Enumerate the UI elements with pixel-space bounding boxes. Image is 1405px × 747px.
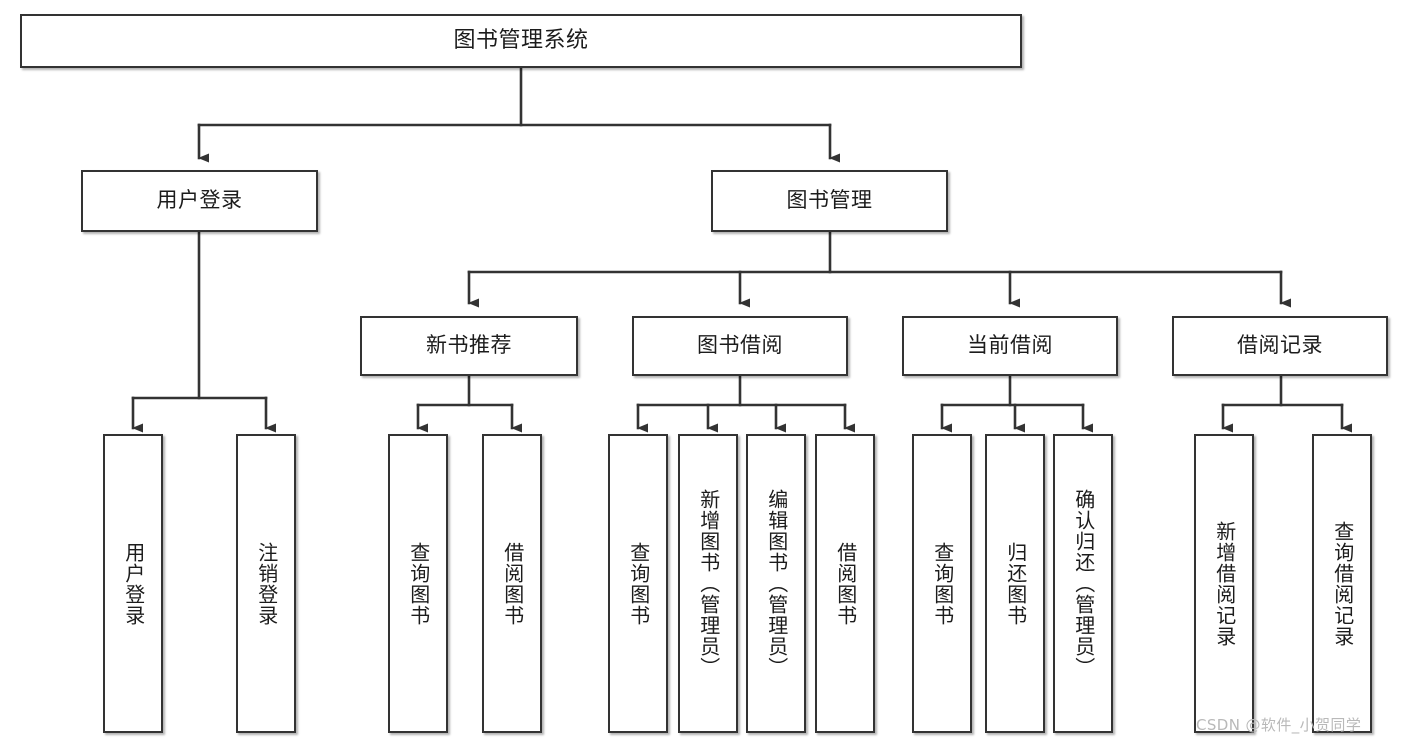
leaf-book-borrow-lend[interactable]: 借阅图书: [815, 434, 875, 733]
node-label: 查询借阅记录: [1330, 520, 1355, 647]
leaf-current-borrow-query[interactable]: 查询图书: [912, 434, 972, 733]
node-label: 编辑图书（管理员）: [764, 489, 789, 678]
csdn-watermark: CSDN @软件_小贺同学: [1196, 716, 1362, 734]
node-label: 确认归还（管理员）: [1071, 489, 1096, 678]
leaf-book-borrow-query[interactable]: 查询图书: [608, 434, 668, 733]
leaf-borrow-record-add[interactable]: 新增借阅记录: [1194, 434, 1254, 733]
node-label: 图书借阅: [697, 333, 783, 358]
node-label: 借阅记录: [1237, 333, 1323, 358]
leaf-new-book-query[interactable]: 查询图书: [388, 434, 448, 733]
node-label: 新增借阅记录: [1212, 520, 1237, 647]
node-label: 新增图书（管理员）: [696, 489, 721, 678]
node-label: 查询图书: [406, 541, 431, 626]
leaf-new-book-borrow[interactable]: 借阅图书: [482, 434, 542, 733]
node-label: 借阅图书: [500, 541, 525, 626]
node-current-borrow[interactable]: 当前借阅: [902, 316, 1118, 376]
node-label: 新书推荐: [426, 333, 512, 358]
node-borrow-record[interactable]: 借阅记录: [1172, 316, 1388, 376]
leaf-borrow-record-query[interactable]: 查询借阅记录: [1312, 434, 1372, 733]
node-new-book-recommend[interactable]: 新书推荐: [360, 316, 578, 376]
node-book-borrow[interactable]: 图书借阅: [632, 316, 848, 376]
node-label: 用户登录: [121, 541, 146, 626]
node-label: 查询图书: [626, 541, 651, 626]
leaf-book-borrow-edit[interactable]: 编辑图书（管理员）: [746, 434, 806, 733]
node-user-login[interactable]: 用户登录: [81, 170, 318, 232]
leaf-user-login-signout[interactable]: 注销登录: [236, 434, 296, 733]
leaf-current-borrow-confirm-return[interactable]: 确认归还（管理员）: [1053, 434, 1113, 733]
leaf-book-borrow-add[interactable]: 新增图书（管理员）: [678, 434, 738, 733]
node-book-management[interactable]: 图书管理: [711, 170, 948, 232]
node-label: 用户登录: [156, 188, 243, 213]
node-label: 归还图书: [1003, 541, 1028, 626]
node-label: 查询图书: [930, 541, 955, 626]
node-root-library-system[interactable]: 图书管理系统: [20, 14, 1022, 68]
node-label: 图书管理系统: [453, 27, 589, 53]
leaf-current-borrow-return[interactable]: 归还图书: [985, 434, 1045, 733]
node-label: 当前借阅: [967, 333, 1053, 358]
leaf-user-login-signin[interactable]: 用户登录: [103, 434, 163, 733]
node-label: 图书管理: [786, 188, 873, 213]
node-label: 注销登录: [254, 541, 279, 626]
node-label: 借阅图书: [833, 541, 858, 626]
